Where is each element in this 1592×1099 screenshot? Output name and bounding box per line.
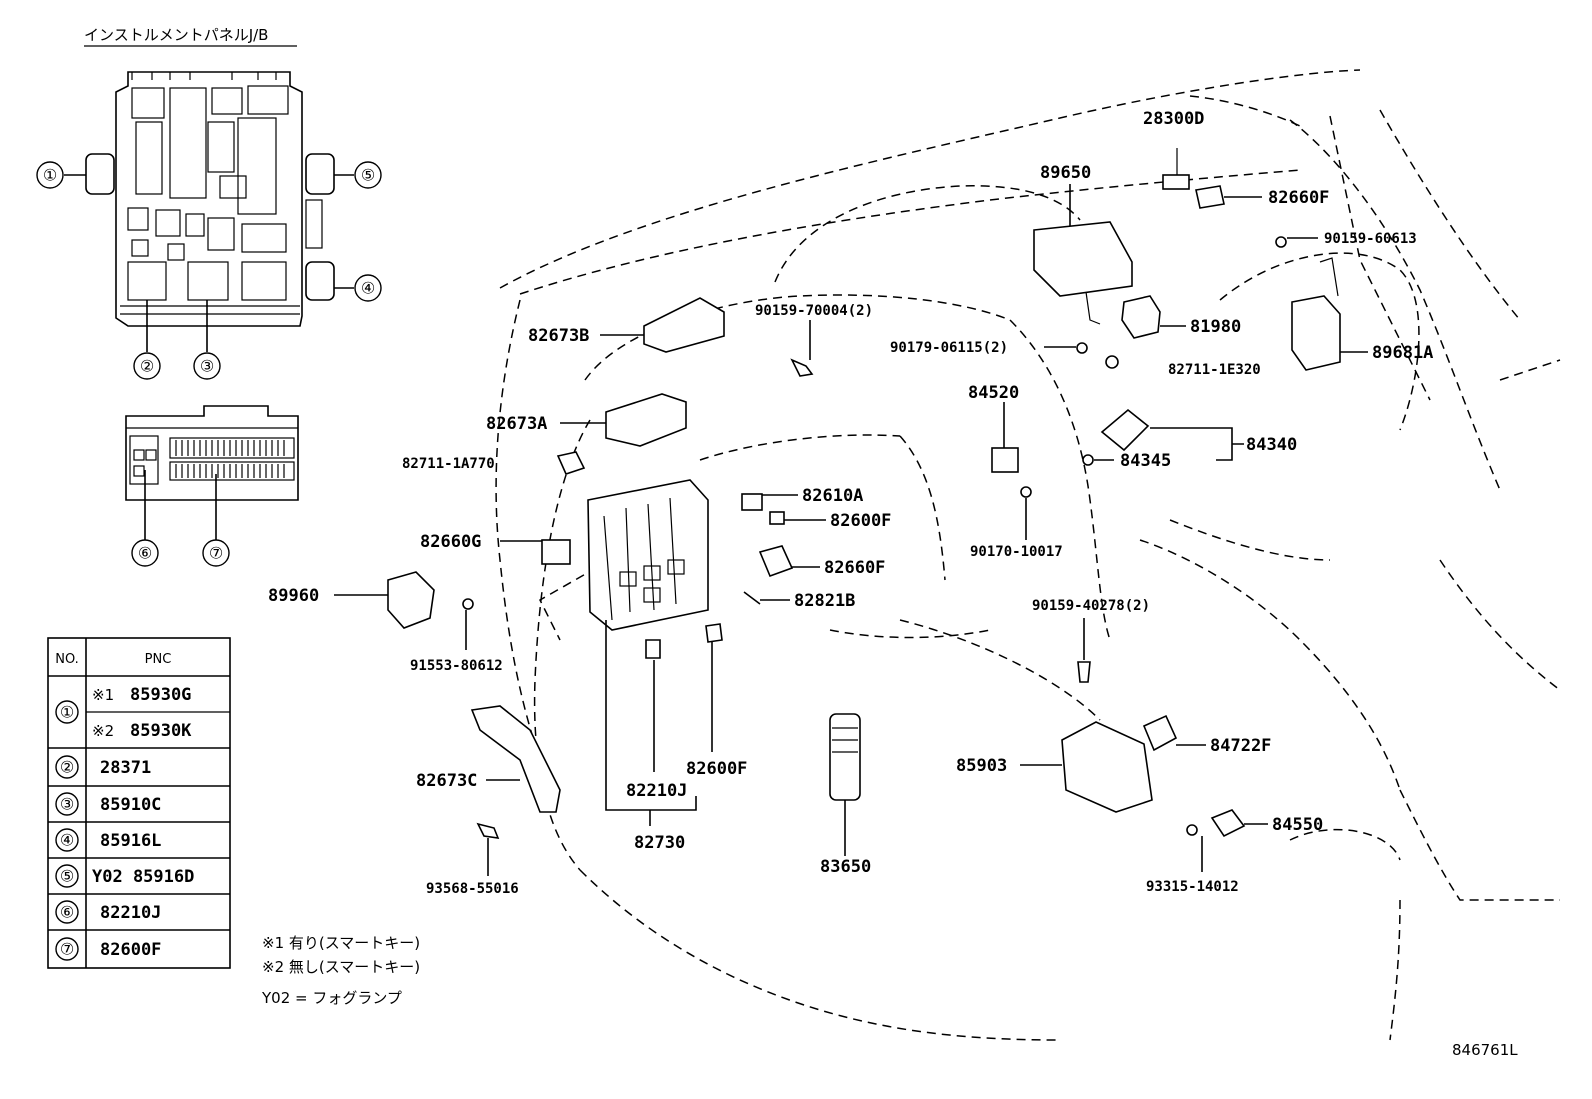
part-label-82711-1e320: 82711-1E320 (1168, 362, 1261, 378)
note-2: ※2 無し(スマートキー) (262, 958, 420, 976)
svg-text:③: ③ (200, 357, 214, 376)
junction-block-top-view (64, 71, 354, 352)
table-row-3-pnc: 85910C (100, 795, 161, 815)
callout-6: ⑥ (131, 539, 159, 567)
part-label-82210j: 82210J (626, 781, 687, 801)
part-label-89650: 89650 (1040, 163, 1091, 183)
part-label-91553-80612: 91553-80612 (410, 658, 503, 674)
table-row-5-no: ⑤ (60, 867, 74, 886)
part-label-84340: 84340 (1246, 435, 1297, 455)
control-unit-85903-shape (1061, 721, 1153, 813)
bracket-82673c-shape (470, 705, 561, 813)
note-3: Y02 = フォグランプ (261, 989, 402, 1007)
table-row-3-no: ③ (60, 795, 74, 814)
table-row-6-pnc: 82210J (100, 903, 161, 923)
table-row-1-mark-a: ※1 (92, 686, 114, 704)
table-row-6-no: ⑥ (60, 903, 74, 922)
figure-code: 846761L (1452, 1041, 1518, 1059)
part-label-90159-70004: 90159-70004(2) (755, 303, 873, 319)
part-label-83650: 83650 (820, 857, 871, 877)
table-row-1-mark-b: ※2 (92, 722, 114, 740)
module-89960-shape (387, 571, 435, 629)
table-row-2-no: ② (60, 758, 74, 777)
relay-28300d-shape (1162, 174, 1190, 190)
callout-5: ⑤ (354, 161, 382, 189)
callout-2: ② (133, 352, 161, 380)
switch-84520-shape (991, 447, 1019, 473)
sensor-83650-shape (829, 713, 861, 801)
table-row-4-no: ④ (60, 831, 74, 850)
table-row-5-pnc: Y02 85916D (92, 867, 194, 887)
svg-text:⑥: ⑥ (138, 544, 152, 563)
table-row-1-pnc-b: 85930K (130, 721, 192, 741)
part-label-82730: 82730 (634, 833, 685, 853)
switch-84550-shape (1210, 809, 1246, 838)
part-label-82660f-mid: 82660F (824, 558, 885, 578)
part-label-82711-1a770: 82711-1A770 (402, 456, 495, 472)
part-label-84550: 84550 (1272, 815, 1323, 835)
bracket-82673a-shape (605, 393, 687, 447)
relay-82660g-shape (541, 539, 571, 565)
part-label-82821b: 82821B (794, 591, 855, 611)
dashboard-outline (495, 69, 1561, 1041)
part-label-82673a: 82673A (486, 414, 547, 434)
callout-7: ⑦ (202, 539, 230, 567)
table-header-no: NO. (55, 652, 79, 667)
part-label-90170-10017: 90170-10017 (970, 544, 1063, 560)
table-row-1-pnc-a: 85930G (130, 685, 191, 705)
pnc-table: NO. PNC ① ※1 85930G ※2 85930K ② 28371 ③ … (47, 637, 231, 969)
part-label-89681a: 89681A (1372, 343, 1433, 363)
part-label-82610a: 82610A (802, 486, 863, 506)
callout-1: ① (36, 161, 64, 189)
junction-block-side-view (125, 405, 299, 540)
part-label-93568-55016: 93568-55016 (426, 881, 519, 897)
part-label-28300d: 28300D (1143, 109, 1204, 129)
svg-text:⑦: ⑦ (209, 544, 223, 563)
part-label-81980: 81980 (1190, 317, 1241, 337)
part-label-82600f-a: 82600F (830, 511, 891, 531)
svg-text:②: ② (140, 357, 154, 376)
part-label-84520: 84520 (968, 383, 1019, 403)
header-title: インストルメントパネルJ/B (84, 26, 268, 44)
svg-text:①: ① (43, 166, 57, 185)
switch-81980-shape (1121, 295, 1161, 339)
table-row-7-pnc: 82600F (100, 940, 161, 960)
switch-84340-shape (1100, 408, 1150, 452)
table-row-2-pnc: 28371 (100, 758, 151, 778)
part-label-82660f-top: 82660F (1268, 188, 1329, 208)
part-label-82660g: 82660G (420, 532, 481, 552)
part-label-85903: 85903 (956, 756, 1007, 776)
part-label-90159-60613: 90159-60613 (1324, 231, 1417, 247)
part-label-82600f-b: 82600F (686, 759, 747, 779)
part-label-90159-40278: 90159-40278(2) (1032, 598, 1150, 614)
junction-block-assembly-shape (587, 479, 709, 631)
part-label-93315-14012: 93315-14012 (1146, 879, 1239, 895)
part-label-89960: 89960 (268, 586, 319, 606)
relay-82660f-top-shape (1195, 185, 1225, 209)
part-label-90179-06115: 90179-06115(2) (890, 340, 1008, 356)
part-label-84722f: 84722F (1210, 736, 1271, 756)
part-label-84345: 84345 (1120, 451, 1171, 471)
part-label-82673b: 82673B (528, 326, 589, 346)
note-1: ※1 有り(スマートキー) (262, 934, 420, 952)
ecu-89650-shape (1033, 221, 1133, 297)
callout-3: ③ (193, 352, 221, 380)
module-89681a-shape (1291, 295, 1341, 371)
table-row-1-no: ① (60, 703, 74, 722)
table-row-4-pnc: 85916L (100, 831, 161, 851)
part-label-82673c: 82673C (416, 771, 477, 791)
table-row-7-no: ⑦ (60, 940, 74, 959)
callout-4: ④ (354, 274, 382, 302)
table-header-pnc: PNC (145, 652, 172, 667)
bracket-82673b-shape (643, 297, 725, 353)
svg-text:④: ④ (361, 279, 375, 298)
svg-text:⑤: ⑤ (361, 166, 375, 185)
